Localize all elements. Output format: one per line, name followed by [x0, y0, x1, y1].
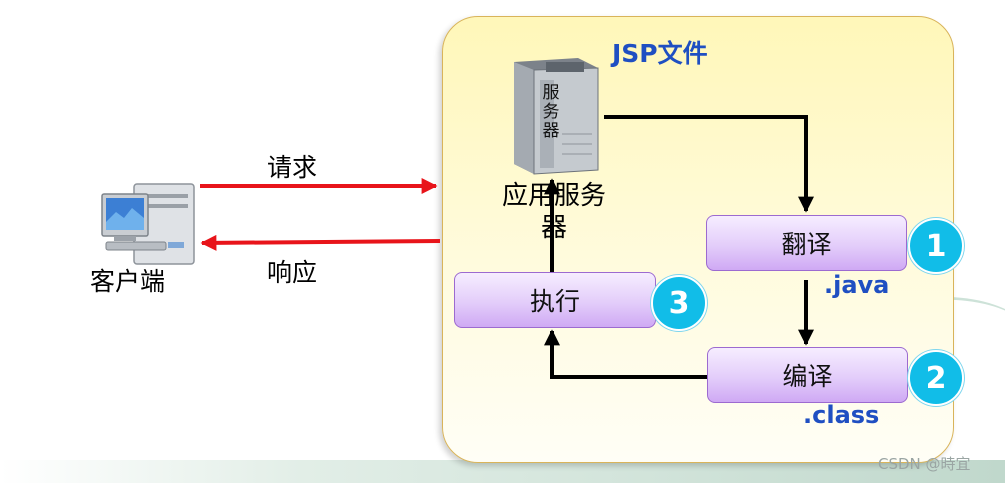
request-label: 请求	[267, 153, 318, 182]
watermark: CSDN @時宜	[878, 455, 971, 473]
step-number-1: 1	[908, 218, 964, 274]
bottom-gradient-band	[0, 460, 1005, 483]
java-output-label: .java	[824, 271, 890, 299]
client-label: 客户端	[90, 267, 166, 296]
panel-title: JSP文件	[612, 39, 708, 68]
execute-step-label: 执行	[529, 287, 580, 316]
client-computer-icon	[101, 183, 195, 265]
translate-step-label: 翻译	[781, 230, 832, 259]
compile-to-execute-arrow	[544, 329, 707, 379]
step-number-3: 3	[651, 275, 707, 331]
compile-step-label: 编译	[782, 362, 833, 391]
step-number-2: 2	[908, 350, 964, 406]
server-label: 应用服务器	[501, 181, 606, 243]
translate-step-box: 翻译	[706, 215, 907, 271]
class-output-label: .class	[803, 401, 880, 429]
server-device-text: 服务器	[542, 83, 560, 141]
execute-step-box: 执行	[454, 272, 656, 328]
response-label: 响应	[267, 258, 318, 287]
server-icon	[514, 58, 599, 175]
response-arrow	[200, 234, 441, 251]
server-to-translate-arrow	[604, 115, 814, 213]
compile-step-box: 编译	[707, 347, 908, 403]
